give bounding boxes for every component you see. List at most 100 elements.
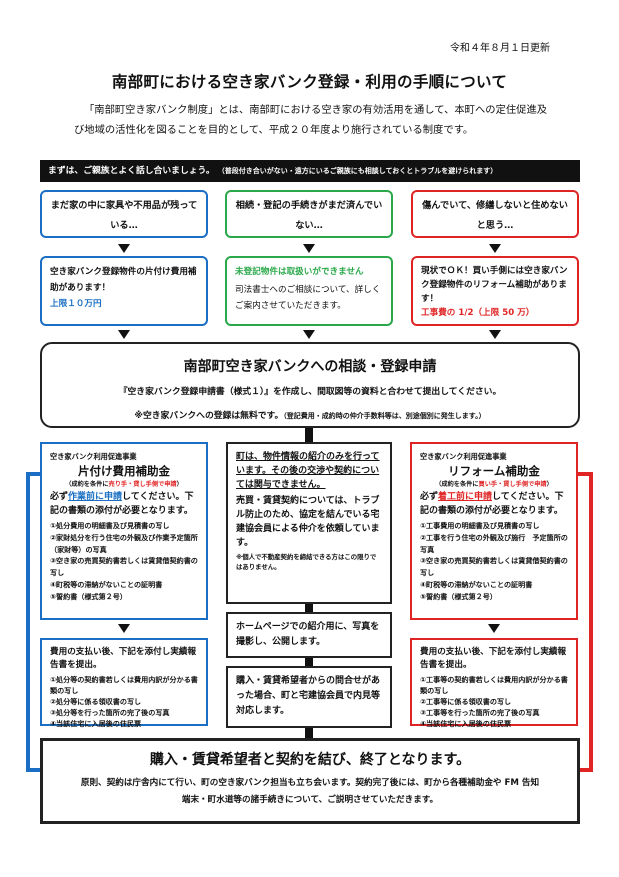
left-apply-before: 必ず作業前に申請してください。下記の書類の添付が必要となります。 (50, 490, 198, 518)
left-must-post: してください。下記の書類の添付が必要となります。 (50, 492, 194, 516)
left-flow-top (26, 472, 42, 476)
right-condition: （成約を条件に買い手・賃し手側で申請） (420, 479, 568, 490)
mediation-panel: 町は、物件情報の紹介のみを行っています。その後の交渉や契約については関与できませ… (226, 442, 392, 604)
update-date: 令和４年８月１日更新 (450, 43, 550, 54)
situation-inheritance: 相続・登記の手続きがまだ済んでいない… (225, 190, 393, 238)
left-condition: （成約を条件に売り手・貸し手側で申請） (50, 479, 198, 490)
arrow-down-icon (489, 330, 501, 339)
right-report-head: 費用の支払い後、下記を添付し実績報告書を提出。 (420, 647, 567, 670)
list-item: ②工事等に係る領収書の写し (420, 697, 512, 706)
contract-final-box: 購入・賃貸希望者と契約を結び、終了となります。 原則、契約は庁舎内にて行い、町の… (40, 738, 580, 824)
cleanup-subsidy-info: 空き家バンク登録物件の片付け費用補助があります！ 上限１０万円 (40, 256, 208, 326)
left-cond-pre: （成約を条件に (65, 481, 109, 488)
final-body: 原則、契約は庁舎内にて行い、町の空き家バンク担当も立ち会います。契約完了後には、… (80, 778, 540, 805)
arrow-down-icon (118, 244, 130, 253)
left-report-head: 費用の支払い後、下記を添付し実績報告書を提出。 (50, 647, 197, 670)
town-role-note: 町は、物件情報の紹介のみを行っています。その後の交渉や契約については関与できませ… (236, 452, 380, 490)
free-registration: ※空き家バンクへの登録は無料です。 (134, 411, 284, 421)
left-flow-line (26, 476, 30, 772)
banner-main: まずは、ご親族とよく話し合いましょう。 (48, 166, 215, 176)
fee-note: （登記費用・成約時の仲介手数料等は、別途個別に発生します。） (283, 412, 486, 420)
consult-instruction: 『空き家バンク登録申請書（様式１）』を作成し、間取図等の資料と合わせて提出してく… (118, 387, 502, 397)
list-item: ④町税等の滞納がないことの証明書 (420, 579, 533, 589)
middle-connector (305, 604, 313, 612)
list-item: ③処分等を行った箇所の完了後の写真 (50, 708, 170, 717)
left-doc-list: ①処分費用の明細書及び見積書の写し ②家財処分を行う住宅の外観及び作業予定箇所（… (50, 520, 198, 603)
left-flow-bottom (26, 768, 42, 772)
left-must-highlight: 作業前に申請 (68, 492, 123, 502)
right-cond-pre: （成約を条件に (435, 481, 479, 488)
list-item: ①処分等の契約書若しくは費用内訳が分かる書類の写し (50, 675, 198, 695)
photo-panel: ホームページでの紹介用に、写真を撮影し、公開します。 (226, 612, 392, 658)
cleanup-subsidy-text: 空き家バンク登録物件の片付け費用補助があります！ (50, 267, 197, 293)
left-program: 空き家バンク利用促進事業 (50, 452, 137, 461)
right-report-list: ①工事等の契約書若しくは費用内訳が分かる書類の写し ②工事等に係る領収書の写し … (420, 674, 568, 729)
registration-info: 未登記物件は取扱いができません 司法書士へのご相談について、詳しくご案内させてい… (225, 256, 393, 326)
middle-connector (305, 428, 313, 442)
agent-mediation: 売買・賃貸契約については、トラブル防止のため、協定を結んでいる宅建協会員による仲… (236, 496, 380, 548)
middle-connector (305, 658, 313, 666)
list-item: ④当該住宅に入居後の住民票 (420, 719, 512, 728)
list-item: ①工事等の契約書若しくは費用内訳が分かる書類の写し (420, 675, 568, 695)
discuss-banner: まずは、ご親族とよく話し合いましょう。 （普段付き合いがない・遠方にいるご親族に… (40, 160, 580, 182)
right-must-post: してください。下記の書類の添付が必要となります。 (420, 492, 564, 516)
photo-publish: ホームページでの紹介用に、写真を撮影し、公開します。 (236, 622, 380, 647)
list-item: ②処分等に係る領収書の写し (50, 697, 142, 706)
unregistered-warning: 未登記物件は取扱いができません (235, 267, 364, 277)
left-cond-highlight: 売り手・貸し手側で申請 (108, 481, 177, 488)
situation-damaged-text: 傷んでいて、修繕しないと住めないと思う… (422, 200, 568, 231)
individual-contract-note: ※個人で不動産契約を締結できる方はこの限りではありません。 (236, 553, 377, 571)
cleanup-subsidy-panel: 空き家バンク利用促進事業 片付け費用補助金 （成約を条件に売り手・貸し手側で申請… (40, 442, 208, 620)
situation-damaged: 傷んでいて、修繕しないと住めないと思う… (411, 190, 579, 238)
arrow-down-icon (118, 624, 130, 633)
list-item: ⑤誓約書（様式第２号） (50, 591, 127, 601)
scrivener-guidance: 司法書士へのご相談について、詳しくご案内させていただきます。 (235, 285, 381, 311)
page-title: 南部町における空き家バンク登録・利用の手順について (111, 73, 508, 91)
situation-furniture: まだ家の中に家具や不用品が残っている… (40, 190, 208, 238)
arrow-down-icon (303, 244, 315, 253)
cleanup-subsidy-limit: 上限１０万円 (50, 299, 102, 309)
inquiry-handling: 購入・賃貸希望者からの問合せがあった場合、町と宅建協会員で内見等対応します。 (236, 676, 381, 716)
situation-inheritance-text: 相続・登記の手続きがまだ済んでいない… (235, 200, 383, 231)
right-must-pre: 必ず (420, 492, 439, 502)
list-item: ③工事等を行った箇所の完了後の写真 (420, 708, 540, 717)
intro-paragraph: 「南部町空き家バンク制度」とは、南部町における空き家の有効活用を通して、本町への… (74, 104, 548, 136)
right-flow-line (589, 476, 593, 772)
right-flow-top (577, 472, 593, 476)
list-item: ④当該住宅に入居後の住民票 (50, 719, 142, 728)
consult-free-note: ※空き家バンクへの登録は無料です。（登記費用・成約時の仲介手数料等は、別途個別に… (42, 403, 578, 422)
right-program: 空き家バンク利用促進事業 (420, 452, 507, 461)
right-must-highlight: 着工前に申請 (438, 492, 493, 502)
arrow-down-icon (303, 330, 315, 339)
consult-title: 南部町空き家バンクへの相談・登録申請 (183, 359, 437, 375)
middle-connector (305, 728, 313, 738)
arrow-down-icon (118, 330, 130, 339)
left-must-pre: 必ず (50, 492, 69, 502)
reform-report-panel: 費用の支払い後、下記を添付し実績報告書を提出。 ①工事等の契約書若しくは費用内訳… (410, 638, 578, 729)
list-item: ①処分費用の明細書及び見積書の写し (50, 521, 170, 530)
situation-furniture-text: まだ家の中に家具や不用品が残っている… (50, 200, 198, 231)
consult-register-box: 南部町空き家バンクへの相談・登録申請 『空き家バンク登録申請書（様式１）』を作成… (40, 342, 580, 428)
right-subsidy-name: リフォーム補助金 (448, 464, 540, 478)
right-doc-list: ①工事費用の明細書及び見積書の写し ②工事を行う住宅の外観及び施行 予定箇所の写… (420, 520, 568, 603)
left-report-list: ①処分等の契約書若しくは費用内訳が分かる書類の写し ②処分等に係る領収書の写し … (50, 674, 198, 729)
reform-subsidy-panel: 空き家バンク利用促進事業 リフォーム補助金 （成約を条件に買い手・賃し手側で申請… (410, 442, 578, 620)
list-item: ⑤誓約書（様式第２号） (420, 591, 497, 601)
list-item: ②工事を行う住宅の外観及び施行 予定箇所の写真 (420, 532, 568, 554)
banner-note: （普段付き合いがない・遠方にいるご親族にも相談しておくとトラブルを避けられます） (217, 167, 498, 175)
right-cond-post: ） (546, 481, 553, 488)
inquiry-panel: 購入・賃貸希望者からの問合せがあった場合、町と宅建協会員で内見等対応します。 (226, 666, 392, 728)
reform-subsidy-info: 現状でＯＫ！買い手側には空き家バンク登録物件のリフォーム補助があります！ 工事費… (411, 256, 579, 326)
left-subsidy-name: 片付け費用補助金 (78, 464, 170, 478)
list-item: ②家財処分を行う住宅の外観及び作業予定箇所（家財等）の写真 (50, 532, 198, 554)
arrow-down-icon (489, 244, 501, 253)
right-apply-before: 必ず着工前に申請してください。下記の書類の添付が必要となります。 (420, 490, 568, 518)
list-item: ③空き家の売買契約書若しくは賃貸借契約書の写し (50, 556, 198, 578)
list-item: ①工事費用の明細書及び見積書の写し (420, 521, 540, 530)
cleanup-report-panel: 費用の支払い後、下記を添付し実績報告書を提出。 ①処分等の契約書若しくは費用内訳… (40, 638, 208, 729)
list-item: ④町税等の滞納がないことの証明書 (50, 579, 163, 589)
right-cond-highlight: 買い手・賃し手側で申請 (478, 481, 547, 488)
right-flow-bottom (577, 768, 593, 772)
left-cond-post: ） (176, 481, 183, 488)
final-title: 購入・賃貸希望者と契約を結び、終了となります。 (149, 752, 471, 768)
